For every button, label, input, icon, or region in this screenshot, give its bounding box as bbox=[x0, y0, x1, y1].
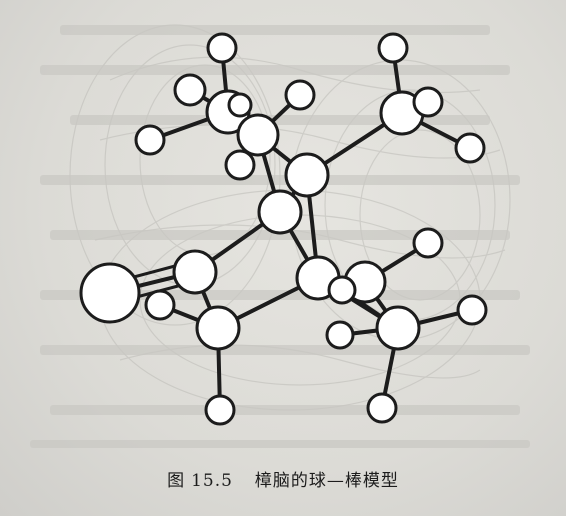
oxygen-atom bbox=[79, 262, 141, 324]
atoms bbox=[79, 32, 488, 426]
hydrogen-atom bbox=[134, 124, 166, 156]
figure-title: 樟脑的球—棒模型 bbox=[254, 471, 399, 491]
carbon-atom bbox=[195, 305, 241, 351]
hydrogen-atom bbox=[454, 132, 486, 164]
carbon-atom bbox=[284, 152, 330, 198]
hydrogen-atom bbox=[377, 32, 409, 64]
hydrogen-atom bbox=[227, 92, 253, 118]
hydrogen-atom bbox=[284, 79, 316, 111]
hydrogen-atom bbox=[412, 227, 444, 259]
figure-number: 15.5 bbox=[191, 471, 233, 491]
hydrogen-atom bbox=[173, 73, 207, 107]
hydrogen-atom bbox=[456, 294, 488, 326]
hydrogen-atom bbox=[204, 394, 236, 426]
hydrogen-atom bbox=[327, 275, 357, 305]
carbon-atom bbox=[172, 249, 218, 295]
carbon-atom bbox=[375, 305, 421, 351]
hydrogen-atom bbox=[325, 320, 355, 350]
hydrogen-atom bbox=[224, 149, 256, 181]
hydrogen-atom bbox=[144, 289, 176, 321]
hydrogen-atom bbox=[366, 392, 398, 424]
bleed-through-text bbox=[30, 25, 530, 448]
carbon-atom bbox=[257, 189, 303, 235]
hydrogen-atom bbox=[206, 32, 238, 64]
carbon-atom bbox=[236, 113, 280, 157]
figure-label: 图 bbox=[167, 471, 186, 491]
hydrogen-atom bbox=[412, 86, 444, 118]
